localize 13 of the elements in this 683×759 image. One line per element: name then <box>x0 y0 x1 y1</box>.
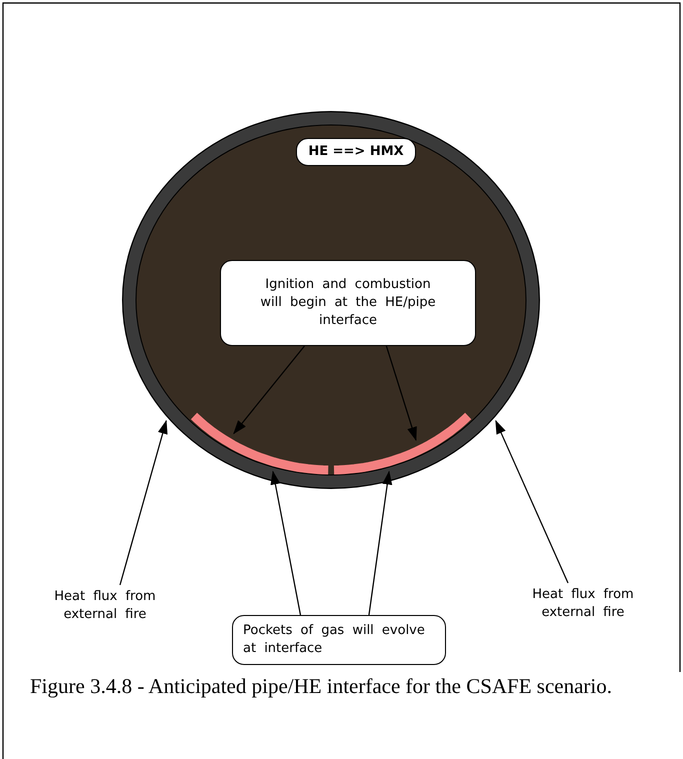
arrow <box>233 346 305 434</box>
callout-box: Ignition and combustion will begin at the HE/pipe interface <box>220 260 476 346</box>
callout-text: Heat flux from external fire <box>508 583 658 625</box>
callout-box: Pockets of gas will evolve at interface <box>232 615 446 665</box>
callout-text: Heat flux from external fire <box>30 585 180 627</box>
pipe-cross-section <box>122 111 540 489</box>
arrow <box>270 470 302 616</box>
callout-box: HE ==> HMX <box>296 138 416 166</box>
arrow <box>495 420 569 584</box>
figure-caption: Figure 3.4.8 - Anticipated pipe/HE interface for the CSAFE scenario. <box>30 673 614 700</box>
arrow <box>119 420 168 586</box>
arrow <box>368 470 392 616</box>
arrow <box>386 346 417 441</box>
